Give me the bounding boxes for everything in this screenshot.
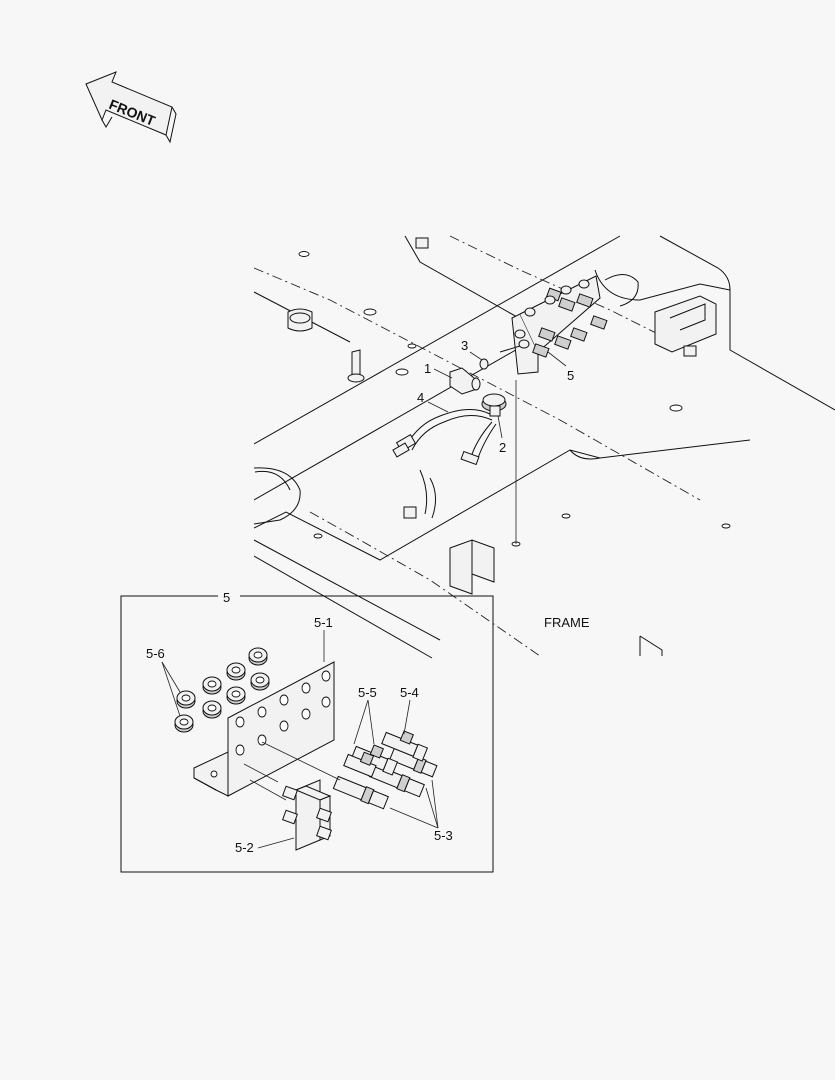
svg-text:5-2: 5-2 — [235, 840, 254, 855]
svg-text:5-6: 5-6 — [146, 646, 165, 661]
o-ring-part — [479, 358, 489, 370]
callout-5: 5 — [547, 351, 574, 383]
callout-5-3: 5-3 — [389, 779, 453, 843]
front-arrow-icon: FRONT — [85, 71, 177, 144]
callout-5-6: 5-6 — [146, 646, 181, 717]
callout-4: 4 — [417, 390, 449, 413]
tee-fitting-part — [282, 779, 332, 851]
manifold-assembly — [499, 275, 608, 375]
bracket-part — [193, 661, 335, 797]
wire-harness-part — [392, 409, 497, 466]
elbow-fittings-part — [343, 730, 429, 778]
callout-5-4: 5-4 — [400, 685, 419, 735]
detail-title: 5 — [223, 590, 230, 605]
svg-text:2: 2 — [499, 440, 506, 455]
callout-5-2: 5-2 — [235, 837, 295, 855]
callout-5-1: 5-1 — [314, 615, 333, 662]
nuts-part — [174, 647, 270, 733]
svg-text:3: 3 — [461, 338, 468, 353]
detail-box: 5 — [120, 590, 494, 873]
sensor-part — [481, 393, 507, 417]
svg-text:5-3: 5-3 — [434, 828, 453, 843]
svg-text:5-1: 5-1 — [314, 615, 333, 630]
callout-1: 1 — [424, 361, 453, 379]
svg-text:4: 4 — [417, 390, 424, 405]
frame-label: FRAME — [544, 615, 590, 630]
svg-text:5-4: 5-4 — [400, 685, 419, 700]
svg-text:5-5: 5-5 — [358, 685, 377, 700]
callout-3: 3 — [461, 338, 483, 361]
callout-5-5: 5-5 — [353, 685, 377, 745]
frame-drawing — [253, 235, 835, 659]
pressure-switch-part — [449, 367, 481, 395]
svg-text:5: 5 — [567, 368, 574, 383]
callout-2: 2 — [497, 415, 506, 455]
straight-fittings-part — [332, 747, 438, 810]
svg-text:1: 1 — [424, 361, 431, 376]
